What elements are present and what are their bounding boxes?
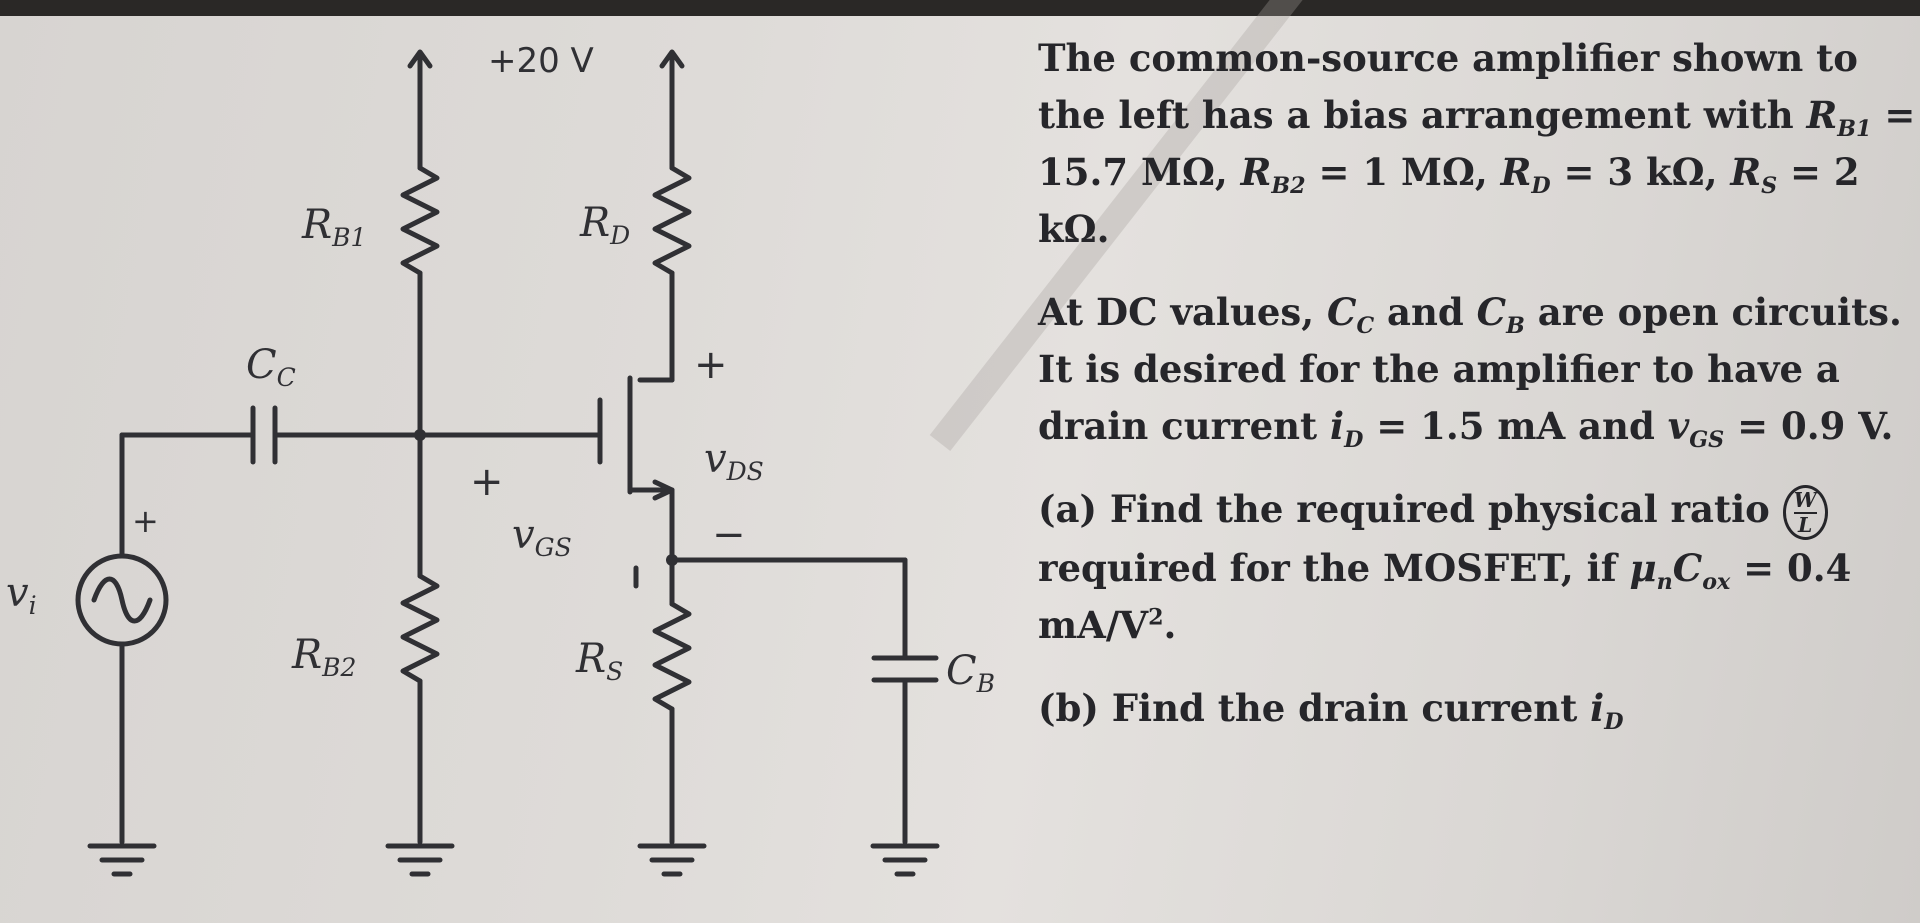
supply-label: +20 V (488, 41, 594, 81)
rd-label: RD (579, 200, 630, 250)
rb1-label: RB1 (301, 202, 366, 252)
ground-symbol-rb2 (385, 843, 455, 877)
capacitor-cc (250, 405, 278, 465)
vgs-plus: + (470, 459, 504, 505)
resistor-rs (652, 601, 692, 712)
circuit-diagram: +20 V RB1 RD CC + vGS + vDS − RS RB2 (6, 41, 995, 877)
ground-symbol-rs (637, 843, 707, 877)
ground-symbol-source (87, 843, 157, 877)
cb-label: CB (946, 648, 995, 698)
gate-node (414, 429, 426, 441)
supply-arrow-left (407, 49, 433, 171)
resistor-rb2 (400, 573, 440, 684)
paper-background (0, 16, 1920, 923)
vgs-label: vGS (512, 512, 572, 562)
source-node (666, 554, 678, 566)
vi-label: vi (6, 570, 37, 620)
ground-symbol-cb (870, 843, 940, 877)
supply-arrow-right (659, 49, 685, 171)
rb2-label: RB2 (291, 632, 356, 682)
ac-source (75, 553, 169, 647)
mosfet (597, 375, 675, 563)
source-plus: + (132, 502, 159, 540)
vds-minus: − (712, 512, 746, 558)
problem-text: The common-source amplifier shown to the… (1038, 30, 1918, 763)
capacitor-cb (871, 655, 939, 683)
question-b: (b) Find the drain current iD (1038, 685, 1624, 735)
vds-plus: + (694, 342, 728, 388)
top-edge (0, 0, 1920, 16)
paragraph-dc-conditions: At DC values, CC and CB are open circuit… (1038, 290, 1902, 453)
resistor-rd (652, 165, 692, 276)
paragraph-intro: The common-source amplifier shown to the… (1038, 36, 1916, 251)
rs-label: RS (575, 636, 623, 686)
resistor-rb1 (400, 165, 440, 276)
vds-label: vDS (704, 436, 764, 486)
cc-label: CC (246, 342, 296, 392)
